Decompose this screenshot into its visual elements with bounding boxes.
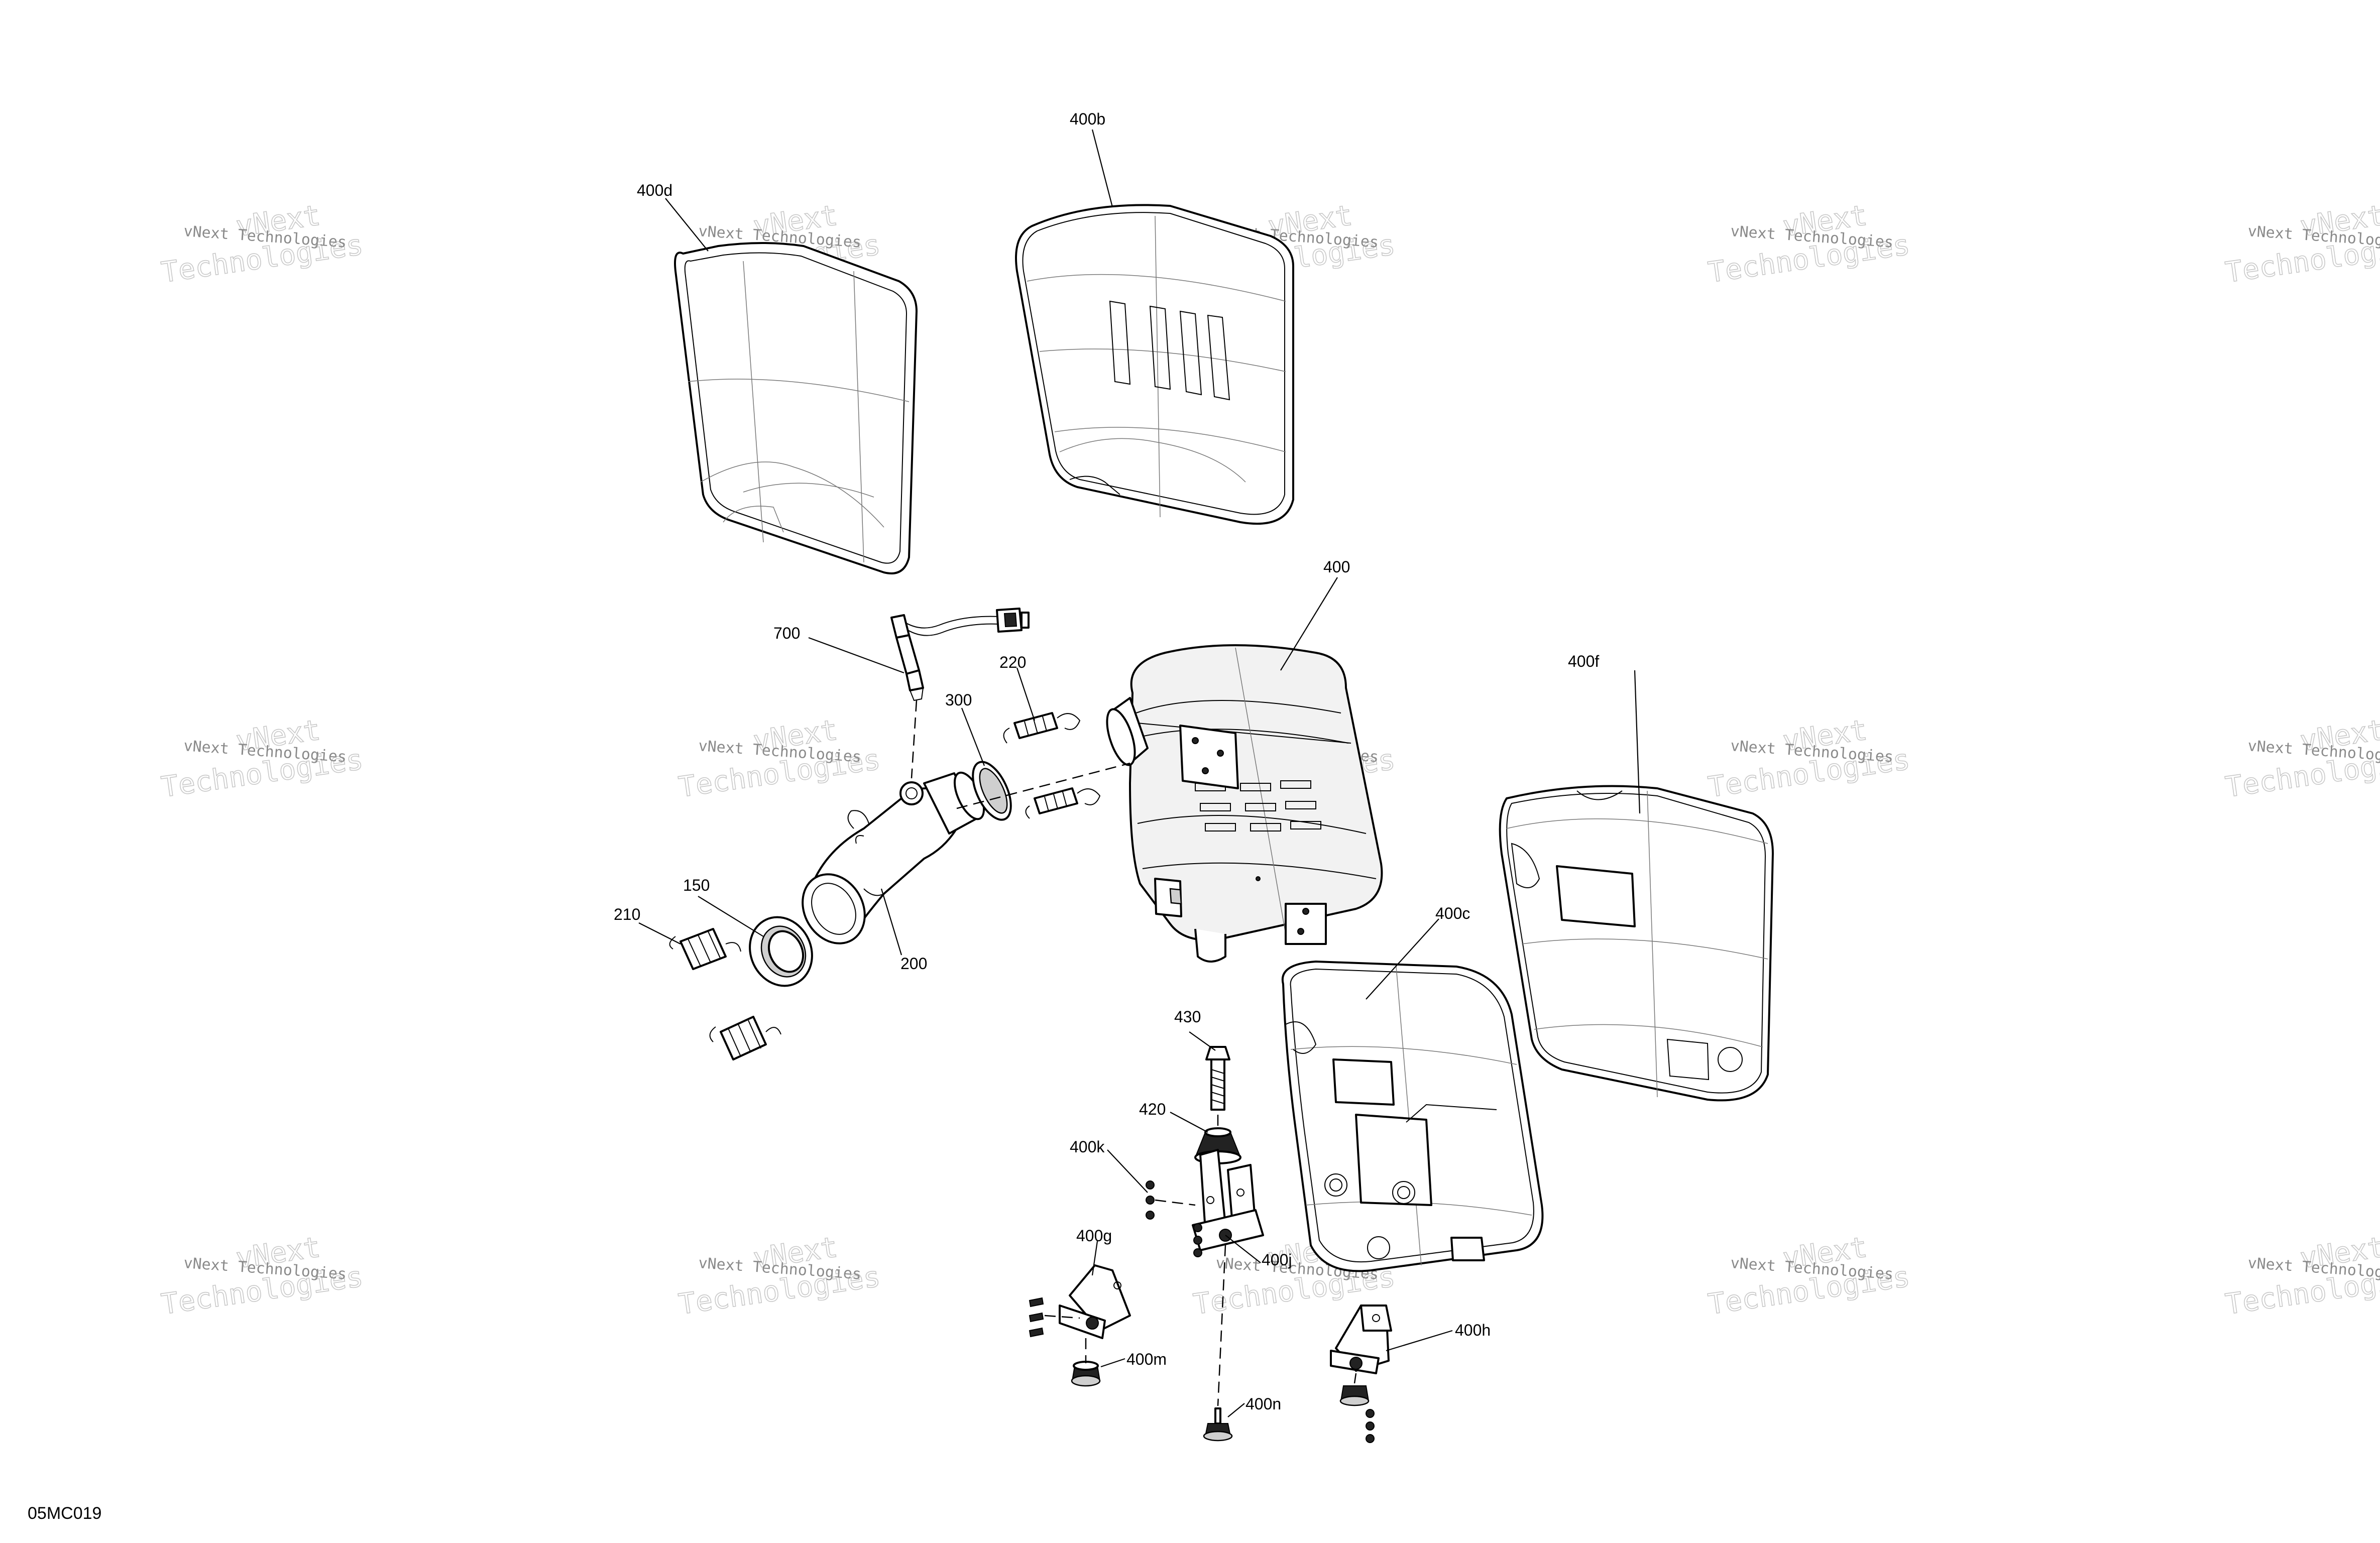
part-400g-screws bbox=[1029, 1297, 1044, 1338]
part-400h-nuts bbox=[1366, 1409, 1375, 1443]
part-400h-rubber-foot bbox=[1339, 1385, 1370, 1406]
part-300-gasket bbox=[972, 761, 1012, 821]
part-220-spring-lower bbox=[1025, 787, 1101, 819]
label-400b: 400b bbox=[1070, 110, 1105, 128]
label-700: 700 bbox=[773, 624, 800, 642]
part-210-spring-lower bbox=[709, 1016, 781, 1060]
label-420: 420 bbox=[1139, 1100, 1166, 1118]
label-210: 210 bbox=[614, 905, 640, 923]
figure-code: 05MC019 bbox=[28, 1504, 101, 1523]
part-400-muffler bbox=[1106, 644, 1383, 963]
label-200: 200 bbox=[900, 955, 927, 973]
label-400g: 400g bbox=[1076, 1227, 1112, 1245]
part-400b-heat-shield bbox=[1015, 204, 1294, 525]
part-400d-heat-shield bbox=[674, 242, 918, 574]
assembly-axes bbox=[911, 700, 1357, 1406]
part-430-bolt bbox=[1205, 1046, 1230, 1111]
part-700-oxygen-sensor bbox=[890, 608, 1030, 701]
part-400g-bracket bbox=[1059, 1264, 1131, 1339]
label-220: 220 bbox=[999, 653, 1026, 671]
part-400j-nuts bbox=[1193, 1223, 1202, 1257]
leader-lines bbox=[638, 129, 1641, 1417]
part-150-clamp-ring bbox=[749, 916, 813, 987]
part-400m-rubber-foot bbox=[1071, 1361, 1101, 1387]
label-400m: 400m bbox=[1126, 1350, 1167, 1368]
part-400n-rubber-foot bbox=[1203, 1407, 1233, 1442]
label-430: 430 bbox=[1174, 1008, 1201, 1026]
label-150: 150 bbox=[683, 876, 710, 894]
label-300: 300 bbox=[945, 691, 972, 709]
part-400k-nuts bbox=[1146, 1180, 1155, 1220]
label-400n: 400n bbox=[1245, 1395, 1281, 1413]
part-400k-bracket bbox=[1192, 1149, 1264, 1251]
label-400k: 400k bbox=[1070, 1138, 1105, 1156]
part-200-exhaust-pipe bbox=[802, 771, 985, 944]
label-400: 400 bbox=[1323, 558, 1350, 576]
part-220-spring-upper bbox=[1003, 712, 1081, 744]
label-400f: 400f bbox=[1568, 652, 1599, 670]
part-400c-cover bbox=[1281, 961, 1544, 1272]
label-400c: 400c bbox=[1435, 904, 1470, 922]
part-210-spring-upper bbox=[669, 928, 741, 970]
label-400d: 400d bbox=[637, 181, 672, 199]
part-400h-bracket bbox=[1330, 1304, 1392, 1374]
part-labels: 400b 400d 400 400f 700 220 300 150 210 2… bbox=[614, 110, 1599, 1413]
label-400h: 400h bbox=[1455, 1321, 1491, 1339]
label-400j: 400j bbox=[1262, 1251, 1292, 1269]
part-400f-side-cover bbox=[1499, 785, 1774, 1102]
